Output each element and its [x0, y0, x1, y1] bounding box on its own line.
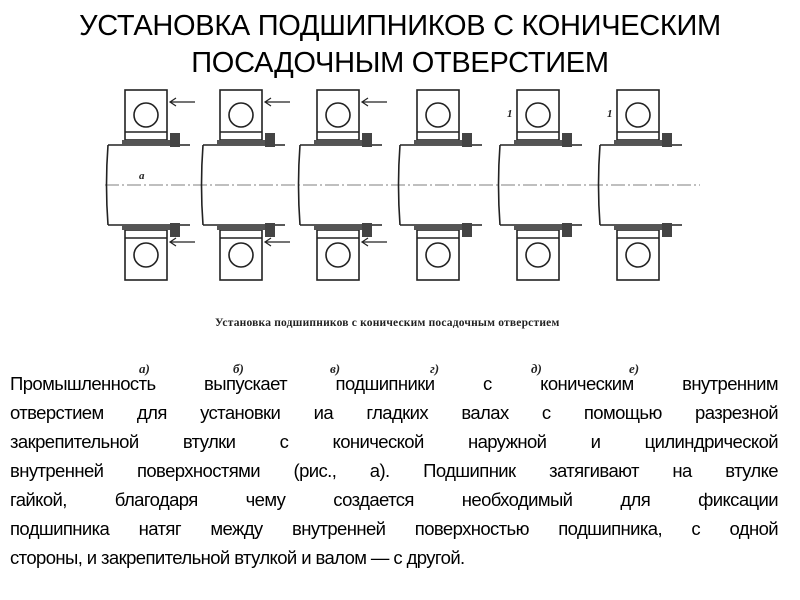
- bearing-ball: [525, 102, 551, 128]
- paragraph-line: отверстием для установки иа гладких вала…: [10, 402, 779, 423]
- sleeve: [217, 140, 265, 145]
- panel-label-d: д): [531, 361, 542, 376]
- lock-nut: [362, 133, 372, 147]
- lock-nut: [562, 133, 572, 147]
- lock-nut: [170, 133, 180, 147]
- bearing-ball: [325, 102, 351, 128]
- title-line-2: ПОСАДОЧНЫМ ОТВЕРСТИЕМ: [191, 47, 609, 79]
- sleeve: [614, 225, 662, 230]
- lock-nut: [265, 223, 275, 237]
- part-mark-e: 1: [607, 108, 613, 120]
- slide-title: УСТАНОВКА ПОДШИПНИКОВ С КОНИЧЕСКИМ ПОСАД…: [0, 8, 800, 82]
- paragraph-line: внутренней поверхностями (рис., а). Подш…: [10, 460, 779, 481]
- sleeve: [614, 140, 662, 145]
- bearing-installation-figure: а) б) в) г) д) е) a 1 1: [105, 78, 700, 376]
- bearing-ball: [325, 242, 351, 268]
- panel-label-a: а): [139, 361, 150, 376]
- force-arrow-icon: [360, 97, 387, 107]
- paragraph-line: Промышленность выпускает подшипники с ко…: [10, 373, 779, 394]
- title-line-1: УСТАНОВКА ПОДШИПНИКОВ С КОНИЧЕСКИМ: [79, 10, 721, 42]
- sleeve: [314, 225, 362, 230]
- lock-nut: [462, 223, 472, 237]
- panel-label-v: в): [330, 361, 341, 376]
- sleeve: [514, 225, 562, 230]
- panel-label-e: е): [629, 361, 640, 376]
- figure-caption: Установка подшипников с коническим посад…: [215, 317, 560, 329]
- bearing-ball: [525, 242, 551, 268]
- lock-nut: [462, 133, 472, 147]
- lock-nut: [170, 223, 180, 237]
- sleeve: [414, 140, 462, 145]
- sleeve: [122, 225, 170, 230]
- lock-nut: [662, 223, 672, 237]
- bearing-ball: [133, 242, 159, 268]
- panel-label-b: б): [233, 361, 244, 376]
- force-arrow-icon: [263, 237, 290, 247]
- shaft-mark: a: [139, 170, 145, 182]
- bearing-ball: [425, 102, 451, 128]
- force-arrow-icon: [168, 237, 195, 247]
- sleeve: [217, 225, 265, 230]
- paragraph-line: гайкой, благодаря чему создается необход…: [10, 489, 779, 510]
- sleeve: [414, 225, 462, 230]
- bearing-ball: [625, 242, 651, 268]
- bearing-ball: [228, 102, 254, 128]
- sleeve: [314, 140, 362, 145]
- bearing-ball: [133, 102, 159, 128]
- sleeve: [514, 140, 562, 145]
- force-arrow-icon: [168, 97, 195, 107]
- lock-nut: [562, 223, 572, 237]
- force-arrow-icon: [263, 97, 290, 107]
- bearing-ball: [625, 102, 651, 128]
- bearing-ball: [228, 242, 254, 268]
- sleeve: [122, 140, 170, 145]
- body-paragraph: Промышленность выпускает подшипники с ко…: [10, 369, 779, 572]
- force-arrow-icon: [360, 237, 387, 247]
- panel-label-g: г): [430, 361, 440, 376]
- bearing-drawings: [105, 89, 700, 281]
- bearing-ball: [425, 242, 451, 268]
- part-mark-d: 1: [507, 108, 513, 120]
- lock-nut: [362, 223, 372, 237]
- lock-nut: [265, 133, 275, 147]
- paragraph-line: закрепительной втулки с конической наруж…: [10, 431, 779, 452]
- paragraph-line: подшипника натяг между внутренней поверх…: [10, 518, 779, 539]
- lock-nut: [662, 133, 672, 147]
- paragraph-line: стороны, и закрепительной втулкой и вало…: [10, 547, 465, 568]
